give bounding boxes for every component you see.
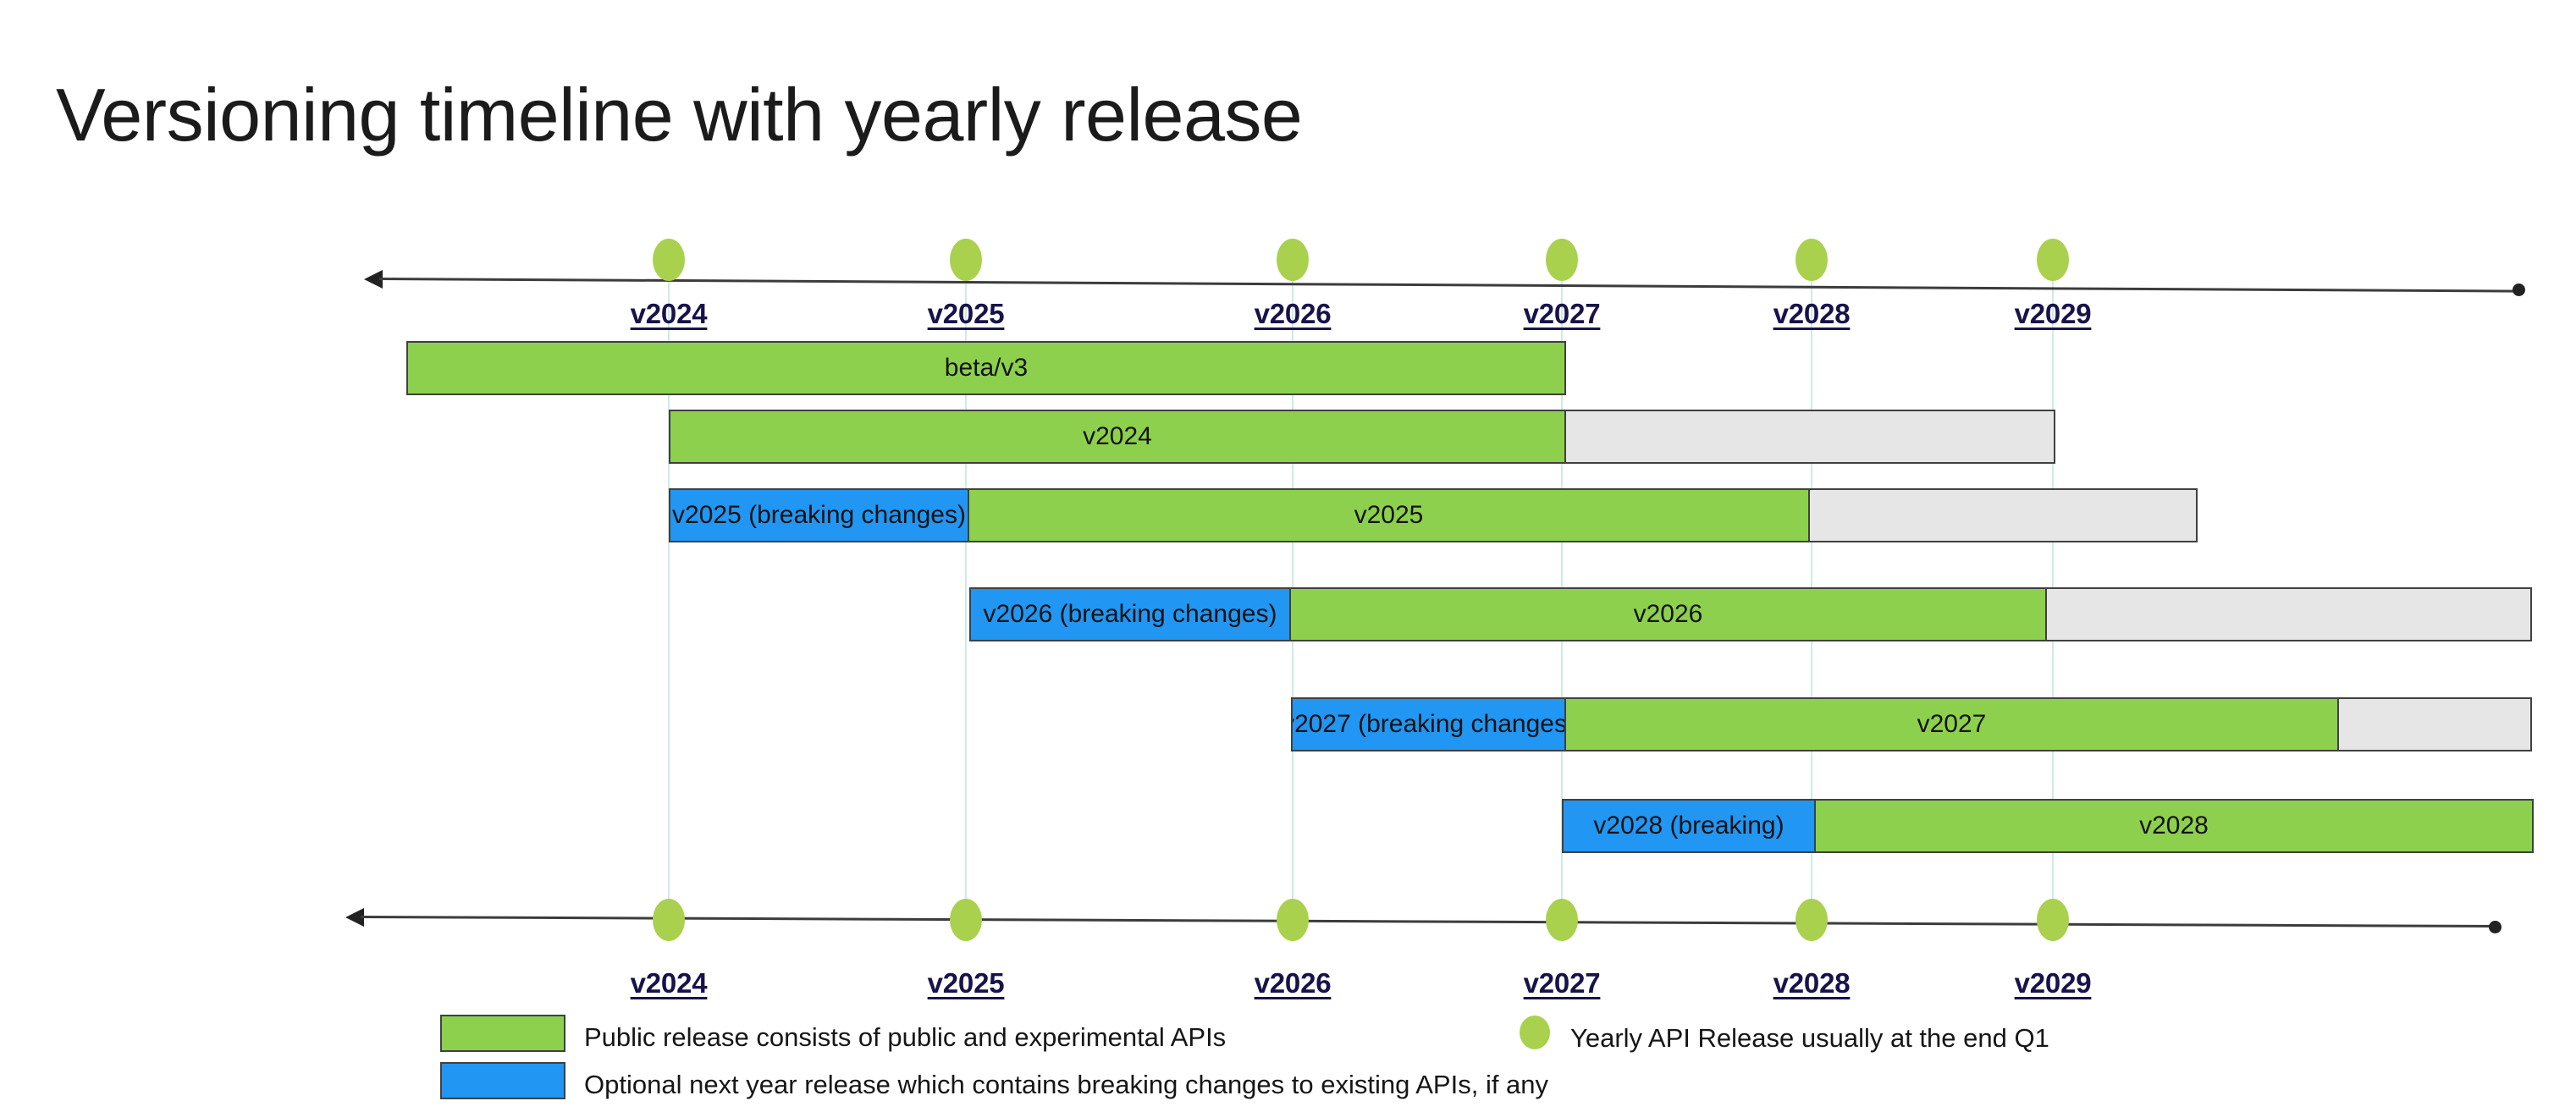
gridline-v2024	[668, 254, 670, 922]
legend-label-breaking-changes: Optional next year release which contain…	[584, 1070, 1549, 1099]
top-year-label-v2029[interactable]: v2029	[2014, 298, 2092, 329]
bar-segment-v2027-public[interactable]: v2027	[1564, 697, 2339, 751]
bar-segment-v2028-public[interactable]: v2028	[1814, 799, 2534, 853]
gridline-v2025	[965, 254, 967, 922]
top-year-label-v2028[interactable]: v2028	[1773, 298, 1851, 329]
bottom-year-label-v2024[interactable]: v2024	[630, 967, 708, 999]
bar-segment-label: v2027 (breaking changes)	[1291, 710, 1566, 738]
bottom-year-label-v2028[interactable]: v2028	[1773, 967, 1851, 999]
bottom-year-label-v2029[interactable]: v2029	[2014, 967, 2092, 999]
timeline-bar-beta/v3: beta/v3	[406, 341, 1566, 395]
top-year-label-v2027[interactable]: v2027	[1523, 298, 1601, 329]
bar-segment-label: beta/v3	[944, 354, 1029, 382]
top-milestone-v2024[interactable]	[653, 239, 685, 281]
top-year-label-v2024[interactable]: v2024	[630, 298, 708, 329]
bottom-milestone-v2024[interactable]	[653, 899, 685, 941]
timeline-bar-v2028: v2028 (breaking) v2028	[1562, 799, 2535, 853]
bar-segment-label: v2026	[1633, 600, 1703, 628]
legend-swatch-public-release	[440, 1015, 565, 1052]
top-milestone-v2025[interactable]	[950, 239, 982, 281]
bar-segment-v2024-public[interactable]: v2024	[669, 410, 1566, 464]
top-milestone-v2027[interactable]	[1546, 239, 1578, 281]
bar-segment-v2025-deprecated[interactable]	[1808, 488, 2198, 542]
bar-segment-label: v2026 (breaking changes)	[983, 600, 1277, 628]
bottom-milestone-v2029[interactable]	[2037, 899, 2069, 941]
bar-segment-label: v2027	[1917, 710, 1987, 738]
bar-segment-v2026-deprecated[interactable]	[2045, 587, 2532, 641]
bar-segment-v2028-breaking[interactable]: v2028 (breaking)	[1562, 799, 1816, 853]
bottom-milestone-v2027[interactable]	[1546, 899, 1578, 941]
top-year-label-v2026[interactable]: v2026	[1254, 298, 1332, 329]
bar-segment-label: v2028	[2139, 812, 2209, 840]
bottom-milestone-v2025[interactable]	[950, 899, 982, 941]
bar-segment-label: v2025 (breaking changes)	[672, 501, 966, 529]
bar-segment-label: v2024	[1083, 422, 1152, 450]
bar-segment-v2024-deprecated[interactable]	[1564, 410, 2055, 464]
page-title: Versioning timeline with yearly release	[56, 73, 1303, 157]
bar-segment-v2027-breaking[interactable]: v2027 (breaking changes)	[1291, 697, 1566, 751]
top-milestone-v2029[interactable]	[2037, 239, 2069, 281]
top-axis-right-dot	[2513, 284, 2525, 296]
top-year-label-v2025[interactable]: v2025	[927, 298, 1005, 329]
bar-segment-label: v2028 (breaking)	[1593, 812, 1784, 840]
bottom-milestone-v2028[interactable]	[1795, 899, 1828, 941]
bottom-year-label-v2026[interactable]: v2026	[1254, 967, 1332, 999]
timeline-bar-v2024: v2024	[669, 410, 2057, 464]
legend-swatch-breaking-changes	[440, 1062, 565, 1099]
bar-segment-v2026-breaking[interactable]: v2026 (breaking changes)	[969, 587, 1291, 641]
bottom-axis-left-arrow	[345, 908, 364, 927]
bottom-year-label-v2027[interactable]: v2027	[1523, 967, 1601, 999]
bar-segment-v2025-public[interactable]: v2025	[968, 488, 1810, 542]
bottom-axis-right-dot	[2489, 921, 2502, 933]
bar-segment-v2027-deprecated[interactable]	[2337, 697, 2532, 751]
bar-segment-v2025-breaking[interactable]: v2025 (breaking changes)	[669, 488, 969, 542]
bar-segment-v2026-public[interactable]: v2026	[1289, 587, 2047, 641]
bottom-year-label-v2025[interactable]: v2025	[927, 967, 1005, 999]
legend-label-public-release: Public release consists of public and ex…	[584, 1022, 1227, 1052]
top-axis-left-arrow	[364, 270, 383, 289]
legend-swatch-yearly-release	[1520, 1016, 1550, 1049]
top-milestone-v2026[interactable]	[1277, 239, 1309, 281]
timeline-bar-v2027: v2027 (breaking changes) v2027	[1291, 697, 2535, 751]
bottom-milestone-v2026[interactable]	[1277, 899, 1309, 941]
bar-segment-beta/v3-public[interactable]: beta/v3	[406, 341, 1566, 395]
top-milestone-v2028[interactable]	[1795, 239, 1828, 281]
legend-label-yearly-release: Yearly API Release usually at the end Q1	[1570, 1023, 2049, 1053]
timeline-bar-v2026: v2026 (breaking changes) v2026	[969, 587, 2535, 641]
top-axis-line	[378, 278, 2521, 293]
timeline-bar-v2025: v2025 (breaking changes) v2025	[669, 488, 2201, 542]
bar-segment-label: v2025	[1354, 501, 1424, 529]
